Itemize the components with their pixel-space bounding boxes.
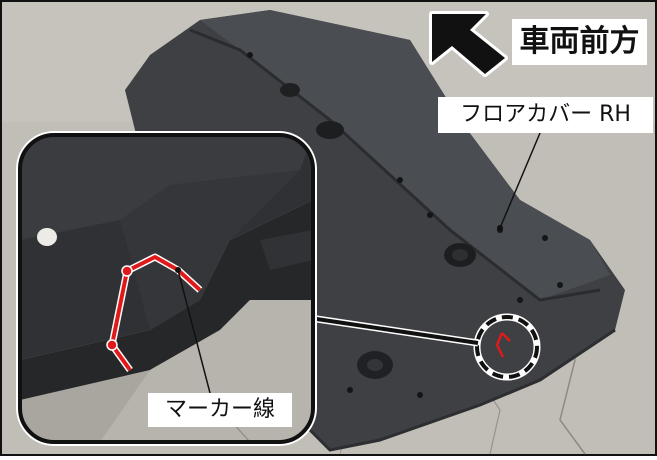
marker-line-small [495, 332, 511, 358]
floor-cover-leader-dot [497, 225, 503, 231]
marker-leader-line [177, 269, 211, 394]
marker-highlight-circle [475, 315, 539, 379]
front-direction-label: 車両前方 [512, 19, 647, 65]
marker-leader-dot [175, 267, 181, 273]
floor-cover-label: フロアカバー RH [438, 97, 653, 133]
inset-connector-line [309, 316, 479, 345]
floor-cover-leader-line [499, 132, 541, 229]
arrow-up-left-icon [429, 11, 508, 77]
marker-line-closeup [106, 253, 203, 373]
marker-line-label: マーカー線 [148, 393, 292, 427]
